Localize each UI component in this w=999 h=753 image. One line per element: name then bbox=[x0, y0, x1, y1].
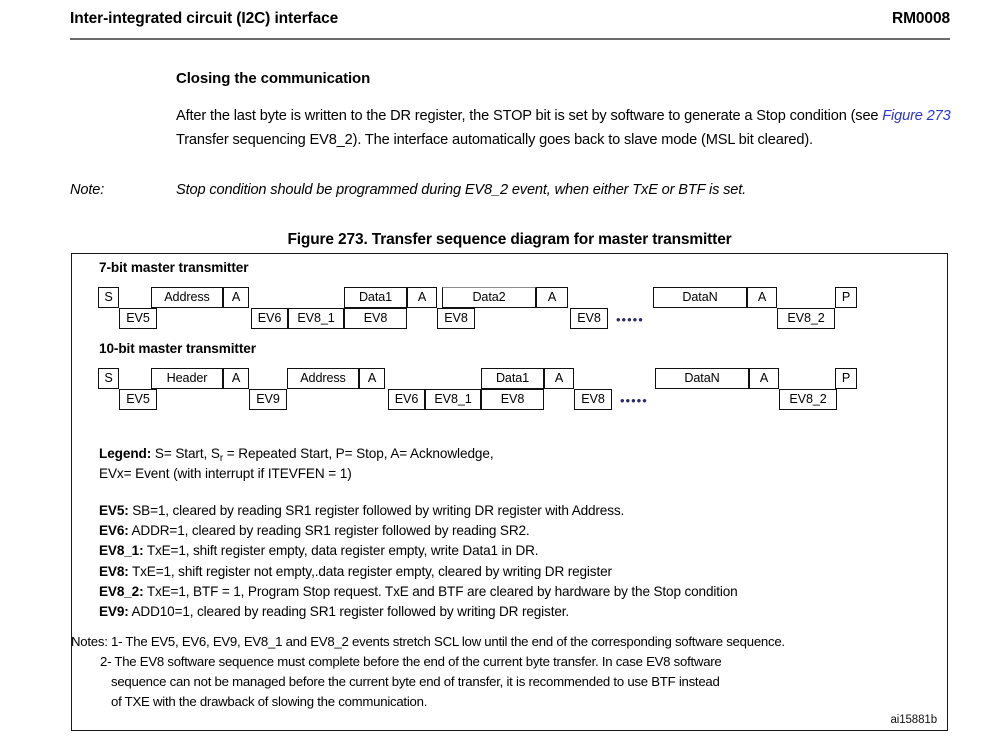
event-desc-1: ADDR=1, cleared by reading SR1 register … bbox=[128, 523, 530, 539]
note-text: Stop condition should be programmed duri… bbox=[176, 182, 747, 198]
figure-id-label: ai15881b bbox=[890, 714, 937, 726]
note-line-4: of TXE with the drawback of slowing the … bbox=[111, 694, 428, 709]
event-name-5: EV9: bbox=[99, 604, 129, 620]
diagram-title-10bit: 10-bit master transmitter bbox=[99, 341, 256, 356]
notes-block: Notes: 1- The EV5, EV6, EV9, EV8_1 and E… bbox=[71, 632, 961, 712]
seq7-lower-box-ev6-1: EV6 bbox=[251, 308, 288, 329]
seq7-upper-box-data1-3: Data1 bbox=[344, 287, 407, 308]
legend-label: Legend: bbox=[99, 446, 152, 461]
seq7-upper-box-a-4: A bbox=[407, 287, 437, 308]
figure-frame: ai15881b bbox=[71, 253, 948, 731]
seq10-lower-box-ev5-0: EV5 bbox=[119, 389, 157, 410]
event-desc-4: TxE=1, BTF = 1, Program Stop request. Tx… bbox=[143, 583, 738, 599]
seq10-lower-box-ev8-5: EV8 bbox=[574, 389, 612, 410]
section-heading: Closing the communication bbox=[176, 70, 371, 87]
event-desc-0: SB=1, cleared by reading SR1 register fo… bbox=[128, 503, 625, 518]
seq10-lower-box-ev8-4: EV8 bbox=[481, 389, 544, 410]
seq10-upper-box-a-2: A bbox=[223, 368, 249, 389]
seq10-upper-box-s-0: S bbox=[98, 368, 119, 389]
seq10-upper-box-data1-5: Data1 bbox=[481, 368, 544, 389]
figure-273-link[interactable]: Figure 273 bbox=[882, 108, 951, 124]
seq10-lower-box-ev9-1: EV9 bbox=[249, 389, 287, 410]
legend-block: Legend: S= Start, Sr = Repeated Start, P… bbox=[99, 445, 839, 482]
legend-subscript-r: r bbox=[219, 453, 224, 464]
event-name-1: EV6: bbox=[99, 523, 129, 539]
seq7-upper-box-address-1: Address bbox=[151, 287, 223, 308]
event-desc-2: TxE=1, shift register empty, data regist… bbox=[143, 543, 539, 559]
page-header: Inter-integrated circuit (I2C) interface… bbox=[70, 10, 950, 36]
seq10-upper-box-a-6: A bbox=[544, 368, 574, 389]
figure-caption: Figure 273. Transfer sequence diagram fo… bbox=[287, 231, 732, 248]
event-name-4: EV8_2: bbox=[99, 583, 144, 599]
paragraph-text-before-link: After the last byte is written to the DR… bbox=[176, 108, 883, 124]
event-desc-5: ADD10=1, cleared by reading SR1 register… bbox=[128, 604, 570, 620]
seq7-lower-box-ev5-0: EV5 bbox=[119, 308, 157, 329]
seq10-lower-box-ev6-2: EV6 bbox=[388, 389, 425, 410]
note-row: Note: Stop condition should be programmed… bbox=[70, 182, 960, 198]
seq10-lower-box-ev8-1-3: EV8_1 bbox=[425, 389, 481, 410]
seq7-upper-box-datan-7: DataN bbox=[653, 287, 747, 308]
legend-line-1: Legend: S= Start, Sr = Repeated Start, P… bbox=[99, 445, 839, 465]
events-block: EV5: SB=1, cleared by reading SR1 regist… bbox=[99, 501, 889, 622]
seq10-upper-box-p-9: P bbox=[835, 368, 857, 389]
event-line-ev8-2: EV8_2: TxE=1, BTF = 1, Program Stop requ… bbox=[99, 582, 889, 602]
legend-line-1-b: = Repeated Start, P= Stop, A= Acknowledg… bbox=[223, 446, 494, 461]
note-label: Note: bbox=[70, 182, 105, 198]
seq10-upper-box-a-4: A bbox=[359, 368, 385, 389]
event-name-2: EV8_1: bbox=[99, 543, 144, 559]
seq7-lower-box-ev8-1-2: EV8_1 bbox=[288, 308, 344, 329]
paragraph-text-after-link: Transfer sequencing EV8_2). The interfac… bbox=[176, 131, 813, 148]
seq10-upper-box-address-3: Address bbox=[287, 368, 359, 389]
note-line-2: 2- The EV8 software sequence must comple… bbox=[100, 654, 722, 669]
seq7-upper-box-s-0: S bbox=[98, 287, 119, 308]
event-desc-3: TxE=1, shift register not empty,.data re… bbox=[128, 563, 612, 579]
diagram-title-7bit: 7-bit master transmitter bbox=[99, 260, 249, 275]
seq7-upper-box-a-2: A bbox=[223, 287, 249, 308]
seq7-lower-box-ev8-2-6: EV8_2 bbox=[777, 308, 835, 329]
seq10-lower-box-ev8-2-6: EV8_2 bbox=[779, 389, 837, 410]
body-paragraph: After the last byte is written to the DR… bbox=[176, 105, 954, 152]
event-name-0: EV5: bbox=[99, 503, 129, 518]
seq10-upper-box-datan-7: DataN bbox=[655, 368, 749, 389]
note-line-3: sequence can not be managed before the c… bbox=[111, 674, 720, 689]
seq7-lower-box-ev8-5: EV8 bbox=[570, 308, 608, 329]
event-line-ev5: EV5: SB=1, cleared by reading SR1 regist… bbox=[99, 501, 889, 521]
seq7-lower-box-ev8-3: EV8 bbox=[344, 308, 407, 329]
seq7-upper-box-a-8: A bbox=[747, 287, 777, 308]
seq10-ellipsis: ••••• bbox=[620, 393, 648, 408]
seq7-lower-box-ev8-4: EV8 bbox=[437, 308, 475, 329]
seq10-upper-box-header-1: Header bbox=[151, 368, 223, 389]
header-chapter-title: Inter-integrated circuit (I2C) interface bbox=[70, 10, 339, 27]
seq7-upper-box-data2-5: Data2 bbox=[442, 287, 536, 308]
event-line-ev9: EV9: ADD10=1, cleared by reading SR1 reg… bbox=[99, 602, 889, 622]
header-divider bbox=[70, 38, 950, 40]
header-document-id: RM0008 bbox=[892, 10, 950, 27]
event-line-ev8-1: EV8_1: TxE=1, shift register empty, data… bbox=[99, 541, 889, 561]
seq7-upper-box-a-6: A bbox=[536, 287, 568, 308]
seq7-ellipsis: ••••• bbox=[616, 312, 644, 327]
event-line-ev6: EV6: ADDR=1, cleared by reading SR1 regi… bbox=[99, 521, 889, 541]
event-name-3: EV8: bbox=[99, 563, 129, 579]
note-line-1: Notes: 1- The EV5, EV6, EV9, EV8_1 and E… bbox=[71, 634, 785, 649]
legend-line-2: EVx= Event (with interrupt if ITEVFEN = … bbox=[99, 465, 352, 481]
seq10-upper-box-a-8: A bbox=[749, 368, 779, 389]
legend-line-1-a: S= Start, S bbox=[151, 446, 220, 461]
seq7-upper-box-p-9: P bbox=[835, 287, 857, 308]
event-line-ev8: EV8: TxE=1, shift register not empty,.da… bbox=[99, 562, 889, 582]
